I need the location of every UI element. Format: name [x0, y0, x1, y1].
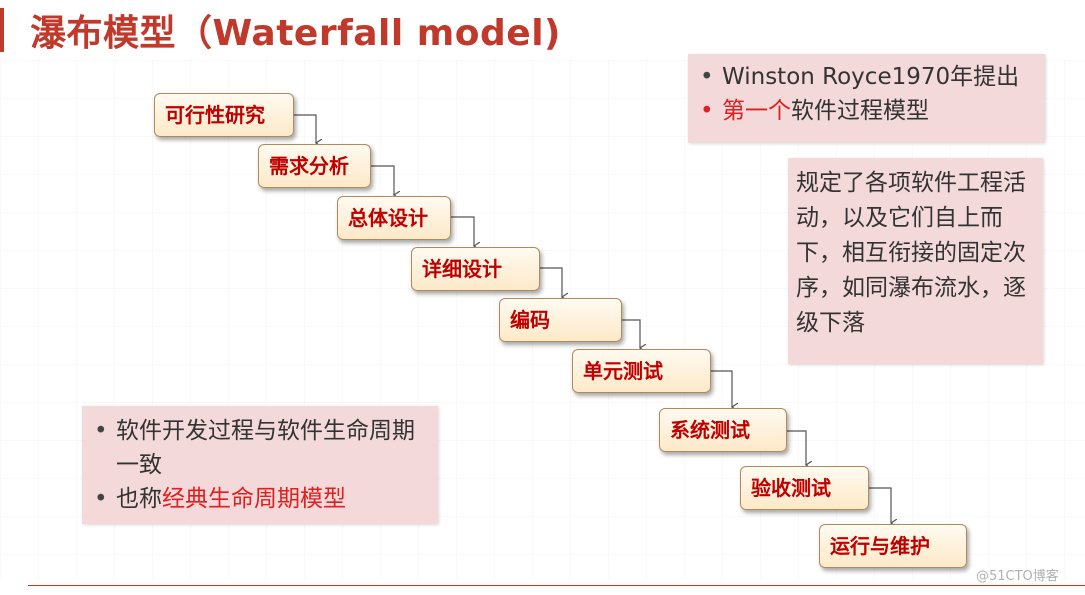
- step-detailed-design: 详细设计: [411, 247, 540, 291]
- description-box: 规定了各项软件工程活动，以及它们自上而下，相互衔接的固定次序，如同瀑布流水，逐级…: [788, 158, 1043, 364]
- step-feasibility-study: 可行性研究: [154, 93, 294, 137]
- connector-4: [540, 267, 562, 297]
- watermark: @51CTO博客: [976, 569, 1059, 584]
- note-item-lifecycle: 软件开发过程与软件生命周期一致: [86, 414, 428, 482]
- connector-8: [869, 487, 891, 523]
- footer-divider: [28, 585, 1085, 586]
- step-acceptance-testing: 验收测试: [740, 466, 869, 510]
- description-text: 规定了各项软件工程活动，以及它们自上而下，相互衔接的固定次序，如同瀑布流水，逐级…: [796, 170, 1026, 336]
- page-title: 瀑布模型（Waterfall model): [30, 13, 561, 54]
- connector-6: [711, 370, 732, 407]
- step-operation-maintenance: 运行与维护: [819, 524, 967, 568]
- connector-2: [371, 165, 394, 195]
- title-accent-bar: [0, 8, 4, 52]
- step-system-testing: 系统测试: [659, 408, 787, 452]
- connector-7: [787, 430, 806, 465]
- connector-5: [622, 319, 640, 348]
- highlight-classic-model: 经典生命周期模型: [162, 486, 346, 512]
- info-item-origin: Winston Royce1970年提出: [692, 60, 1039, 94]
- highlight-first: 第一个: [722, 98, 791, 124]
- step-unit-testing: 单元测试: [572, 349, 711, 393]
- connector-3: [451, 216, 474, 246]
- note-item-alias: 也称经典生命周期模型: [86, 482, 428, 516]
- notes-box: 软件开发过程与软件生命周期一致 也称经典生命周期模型: [82, 406, 438, 524]
- info-item-first-model: 第一个软件过程模型: [692, 94, 1039, 128]
- step-overall-design: 总体设计: [337, 196, 451, 240]
- step-coding: 编码: [499, 298, 622, 342]
- info-box: Winston Royce1970年提出 第一个软件过程模型: [688, 54, 1045, 143]
- step-requirements-analysis: 需求分析: [258, 144, 371, 188]
- connector-1: [294, 114, 316, 143]
